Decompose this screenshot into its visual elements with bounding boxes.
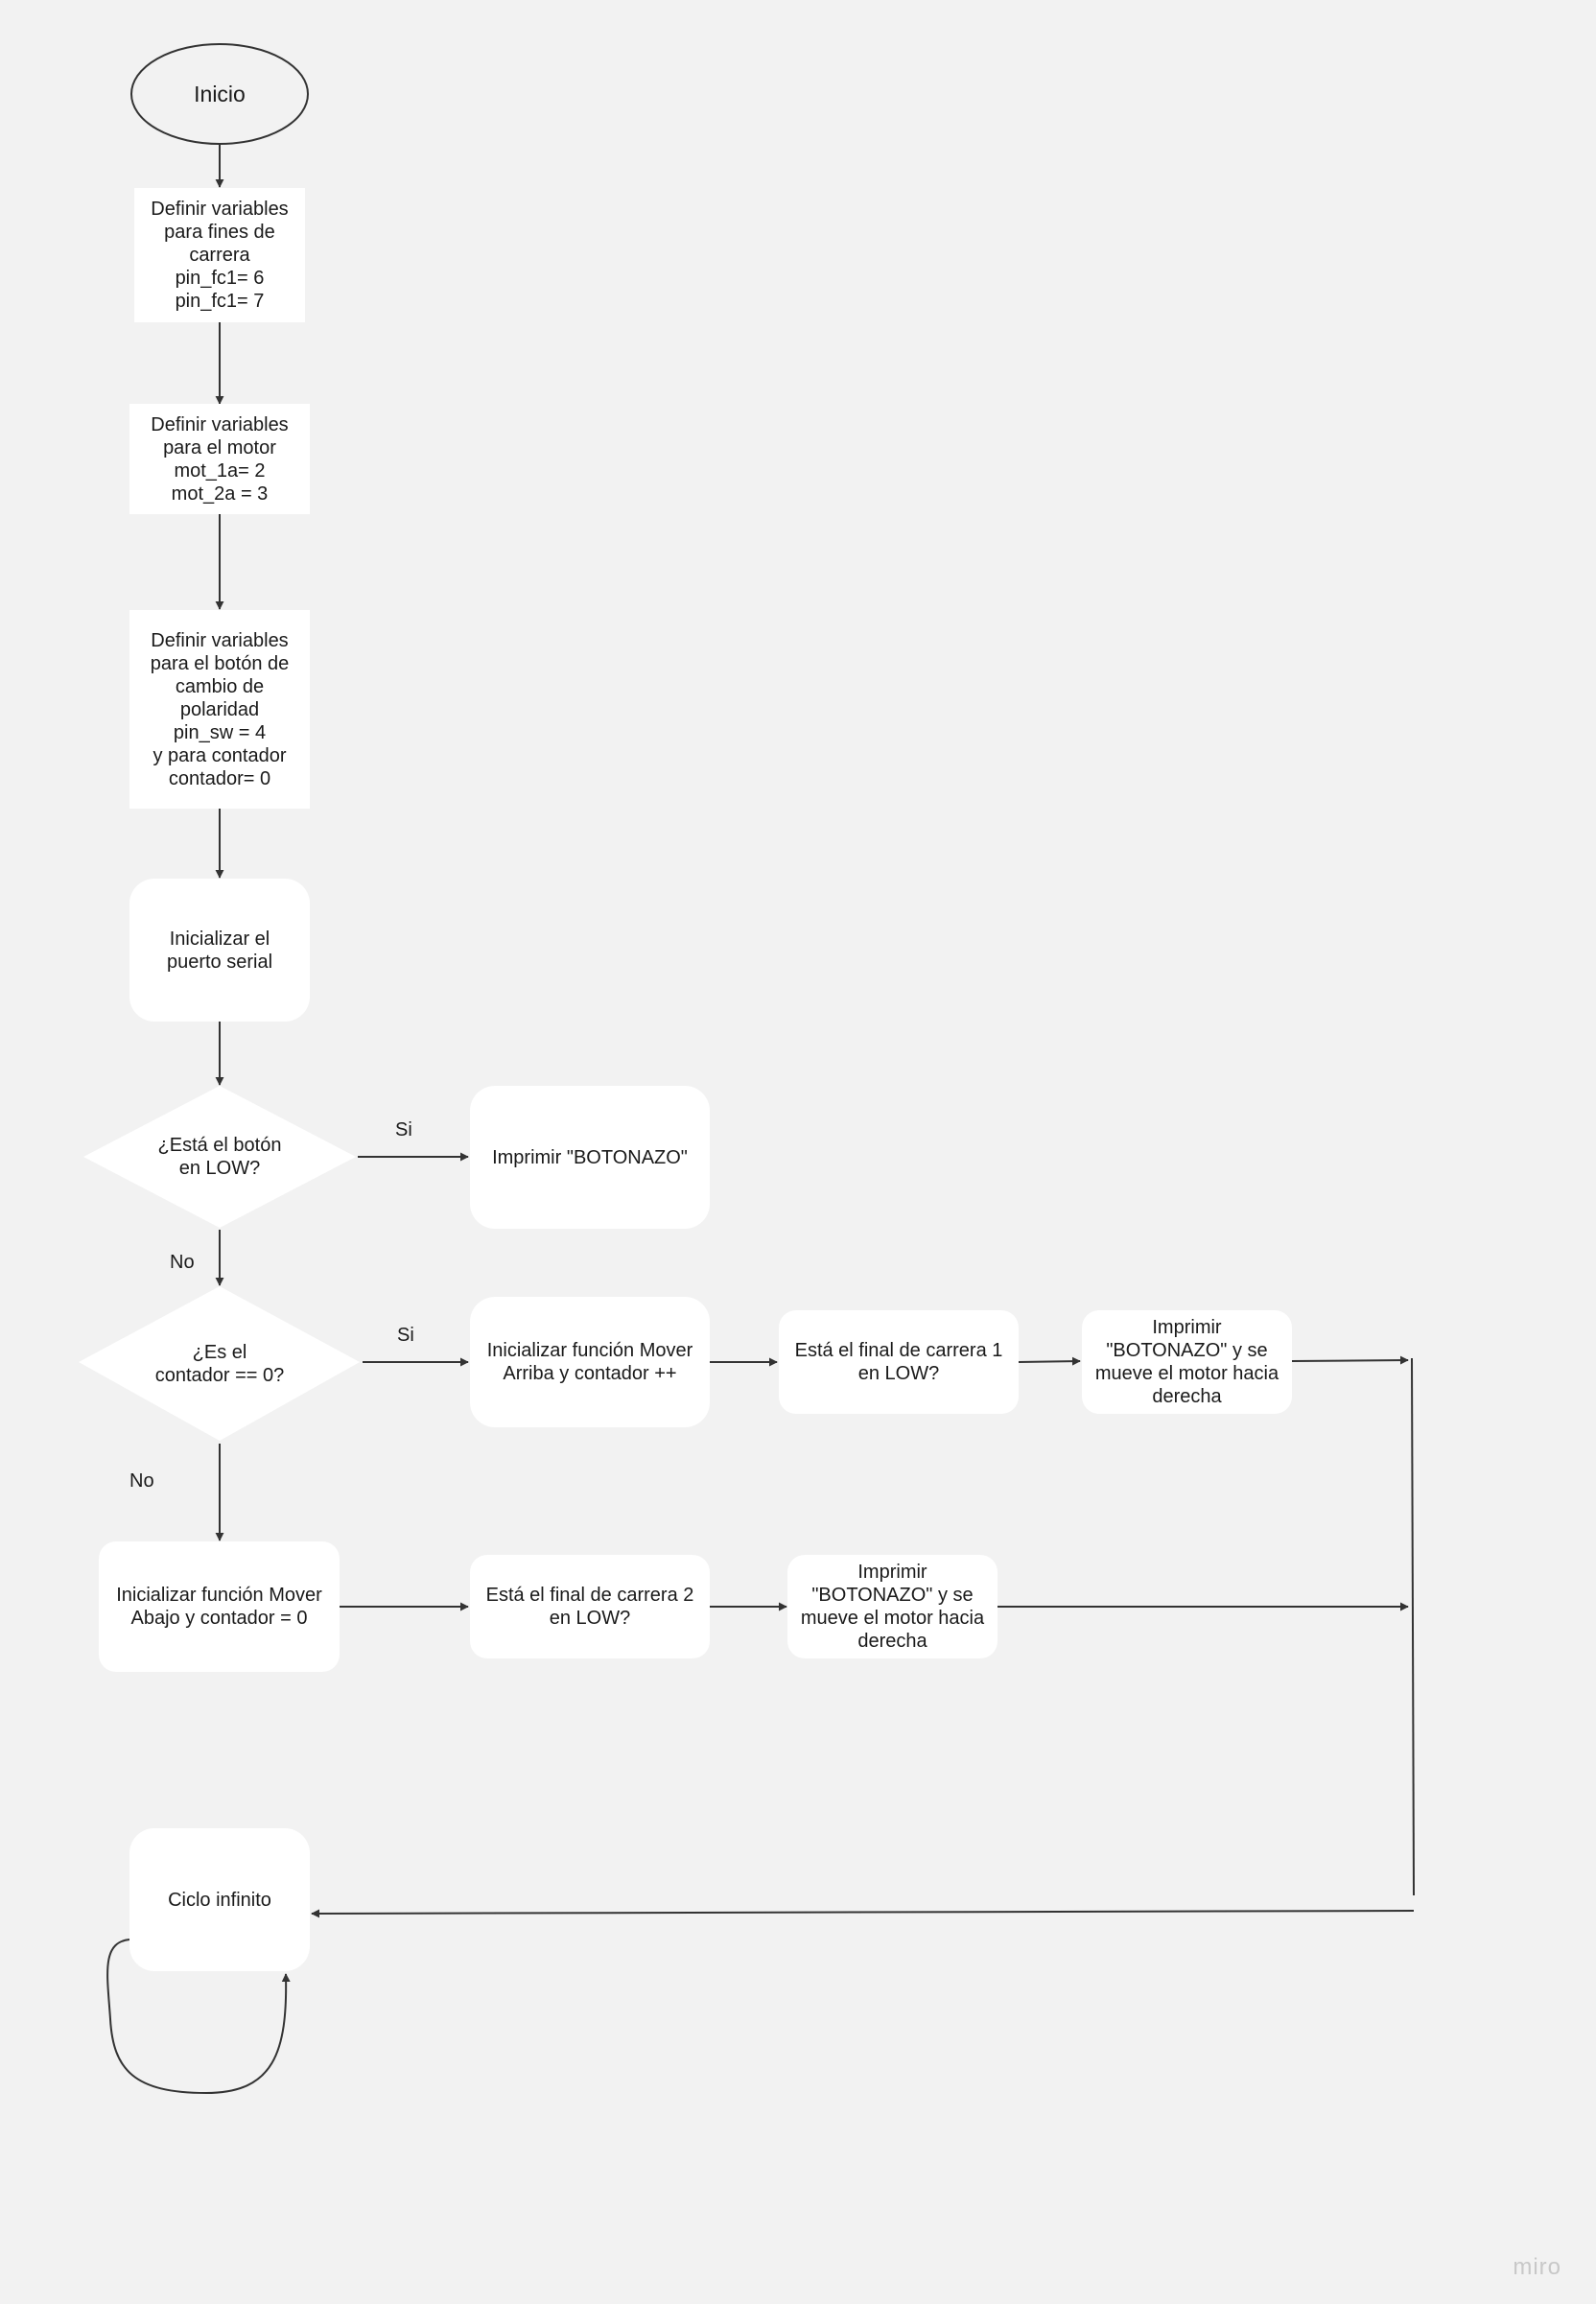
node-ciclo-infinito: Ciclo infinito (129, 1828, 310, 1971)
label-si-boton: Si (395, 1119, 412, 1140)
node-define-boton: Definir variables para el botón de cambi… (129, 610, 310, 809)
node-print-derecha-1: Imprimir "BOTONAZO" y se mueve el motor … (1082, 1310, 1292, 1414)
merge-vertical-line (1411, 1357, 1415, 1896)
label-no-boton: No (170, 1252, 195, 1273)
arrow-merge-to-ciclo (311, 1909, 1415, 1918)
node-print-derecha-2: Imprimir "BOTONAZO" y se mueve el motor … (787, 1555, 998, 1658)
arrow-print1-to-merge (1291, 1355, 1409, 1365)
node-mover-abajo: Inicializar función Mover Abajo y contad… (99, 1541, 340, 1672)
node-fc1-low: Está el final de carrera 1 en LOW? (779, 1310, 1019, 1414)
decision-diamond-boton (83, 1086, 356, 1228)
node-print-botonazo: Imprimir "BOTONAZO" (470, 1086, 710, 1229)
label-si-contador: Si (397, 1325, 414, 1346)
decision-diamond-contador (79, 1286, 360, 1441)
node-define-motor: Definir variables para el motor mot_1a= … (129, 404, 310, 514)
arrow-fc1-to-print1 (1018, 1356, 1081, 1366)
node-define-fines-carrera: Definir variables para fines de carrera … (134, 188, 305, 322)
node-mover-arriba: Inicializar función Mover Arriba y conta… (470, 1297, 710, 1427)
node-init-serial: Inicializar el puerto serial (129, 879, 310, 1022)
node-decision-contador: ¿Es el contador == 0? (154, 1342, 285, 1386)
node-decision-boton: ¿Está el botón en LOW? (157, 1135, 282, 1179)
miro-watermark: miro (1513, 2254, 1561, 2280)
node-fc2-low: Está el final de carrera 2 en LOW? (470, 1555, 710, 1658)
ciclo-loop-arrow (106, 1939, 291, 2095)
label-no-contador: No (129, 1470, 154, 1492)
node-inicio: Inicio (194, 82, 246, 106)
